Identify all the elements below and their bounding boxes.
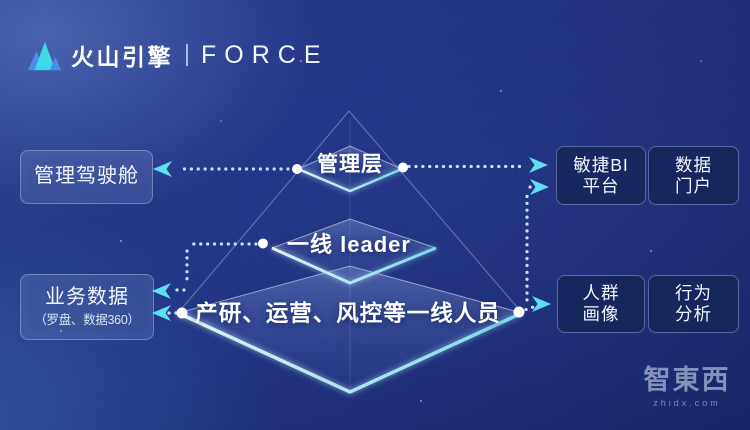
connector-bottom-right [524,303,540,312]
card-line: 门户 [675,175,712,196]
card-title: 业务数据 [45,285,129,308]
card-line: 画像 [582,304,620,324]
arrow-right-icon [532,296,551,312]
mountain-peaks-icon [27,41,62,71]
watermark-domain: zhidx.com [653,397,721,408]
label-frontline-leader-level: 一线 leader [287,232,411,257]
node-dot [292,164,302,174]
card-line: 人群 [582,283,620,303]
pyramid-level-top [297,145,403,194]
connector-nodes [176,162,525,319]
pyramid-level-bottom [176,265,524,396]
label-management-level: 管理层 [317,153,383,176]
card-line: 敏捷BI [573,154,629,175]
card-title: 管理驾驶舱 [34,165,139,188]
node-dot [176,307,188,319]
card-agile-bi-platform: 敏捷BI 平台 [556,146,646,205]
arrow-left-icon [152,283,171,299]
arrow-right-icon [529,157,548,173]
arrow-left-icon [153,161,172,177]
card-line: 行为 [675,283,712,303]
card-business-data: 业务数据 （罗盘、数据360） [20,274,154,340]
card-line: 平台 [582,175,620,196]
label-frontline-staff-level: 产研、运营、风控等一线人员 [195,301,501,326]
connector-middle-left [173,242,258,292]
card-subtitle: （罗盘、数据360） [34,313,140,328]
watermark: 智東西 zhidx.com [633,365,741,408]
arrow-left-icon [152,305,171,321]
connector-arrows [152,157,551,321]
card-behavior-analysis: 行为 分析 [648,275,739,333]
arrow-right-icon [530,179,549,195]
pyramid-level-middle [270,218,437,286]
brand-name: 火山引擎 [71,44,173,70]
card-data-portal: 数据 门户 [648,146,739,205]
node-dot [258,238,268,249]
logo-divider [186,44,188,66]
connector-right-vertical [525,185,539,302]
card-management-cockpit: 管理驾驶舱 [20,150,153,204]
product-name: FORCE [201,40,329,69]
watermark-name: 智東西 [643,365,731,395]
card-line: 数据 [675,154,712,175]
card-line: 分析 [675,304,712,324]
node-dot [513,306,525,318]
brand-logo: 火山引擎 FORCE [26,38,329,72]
card-audience-profile: 人群 画像 [557,275,645,333]
node-dot [398,162,408,173]
